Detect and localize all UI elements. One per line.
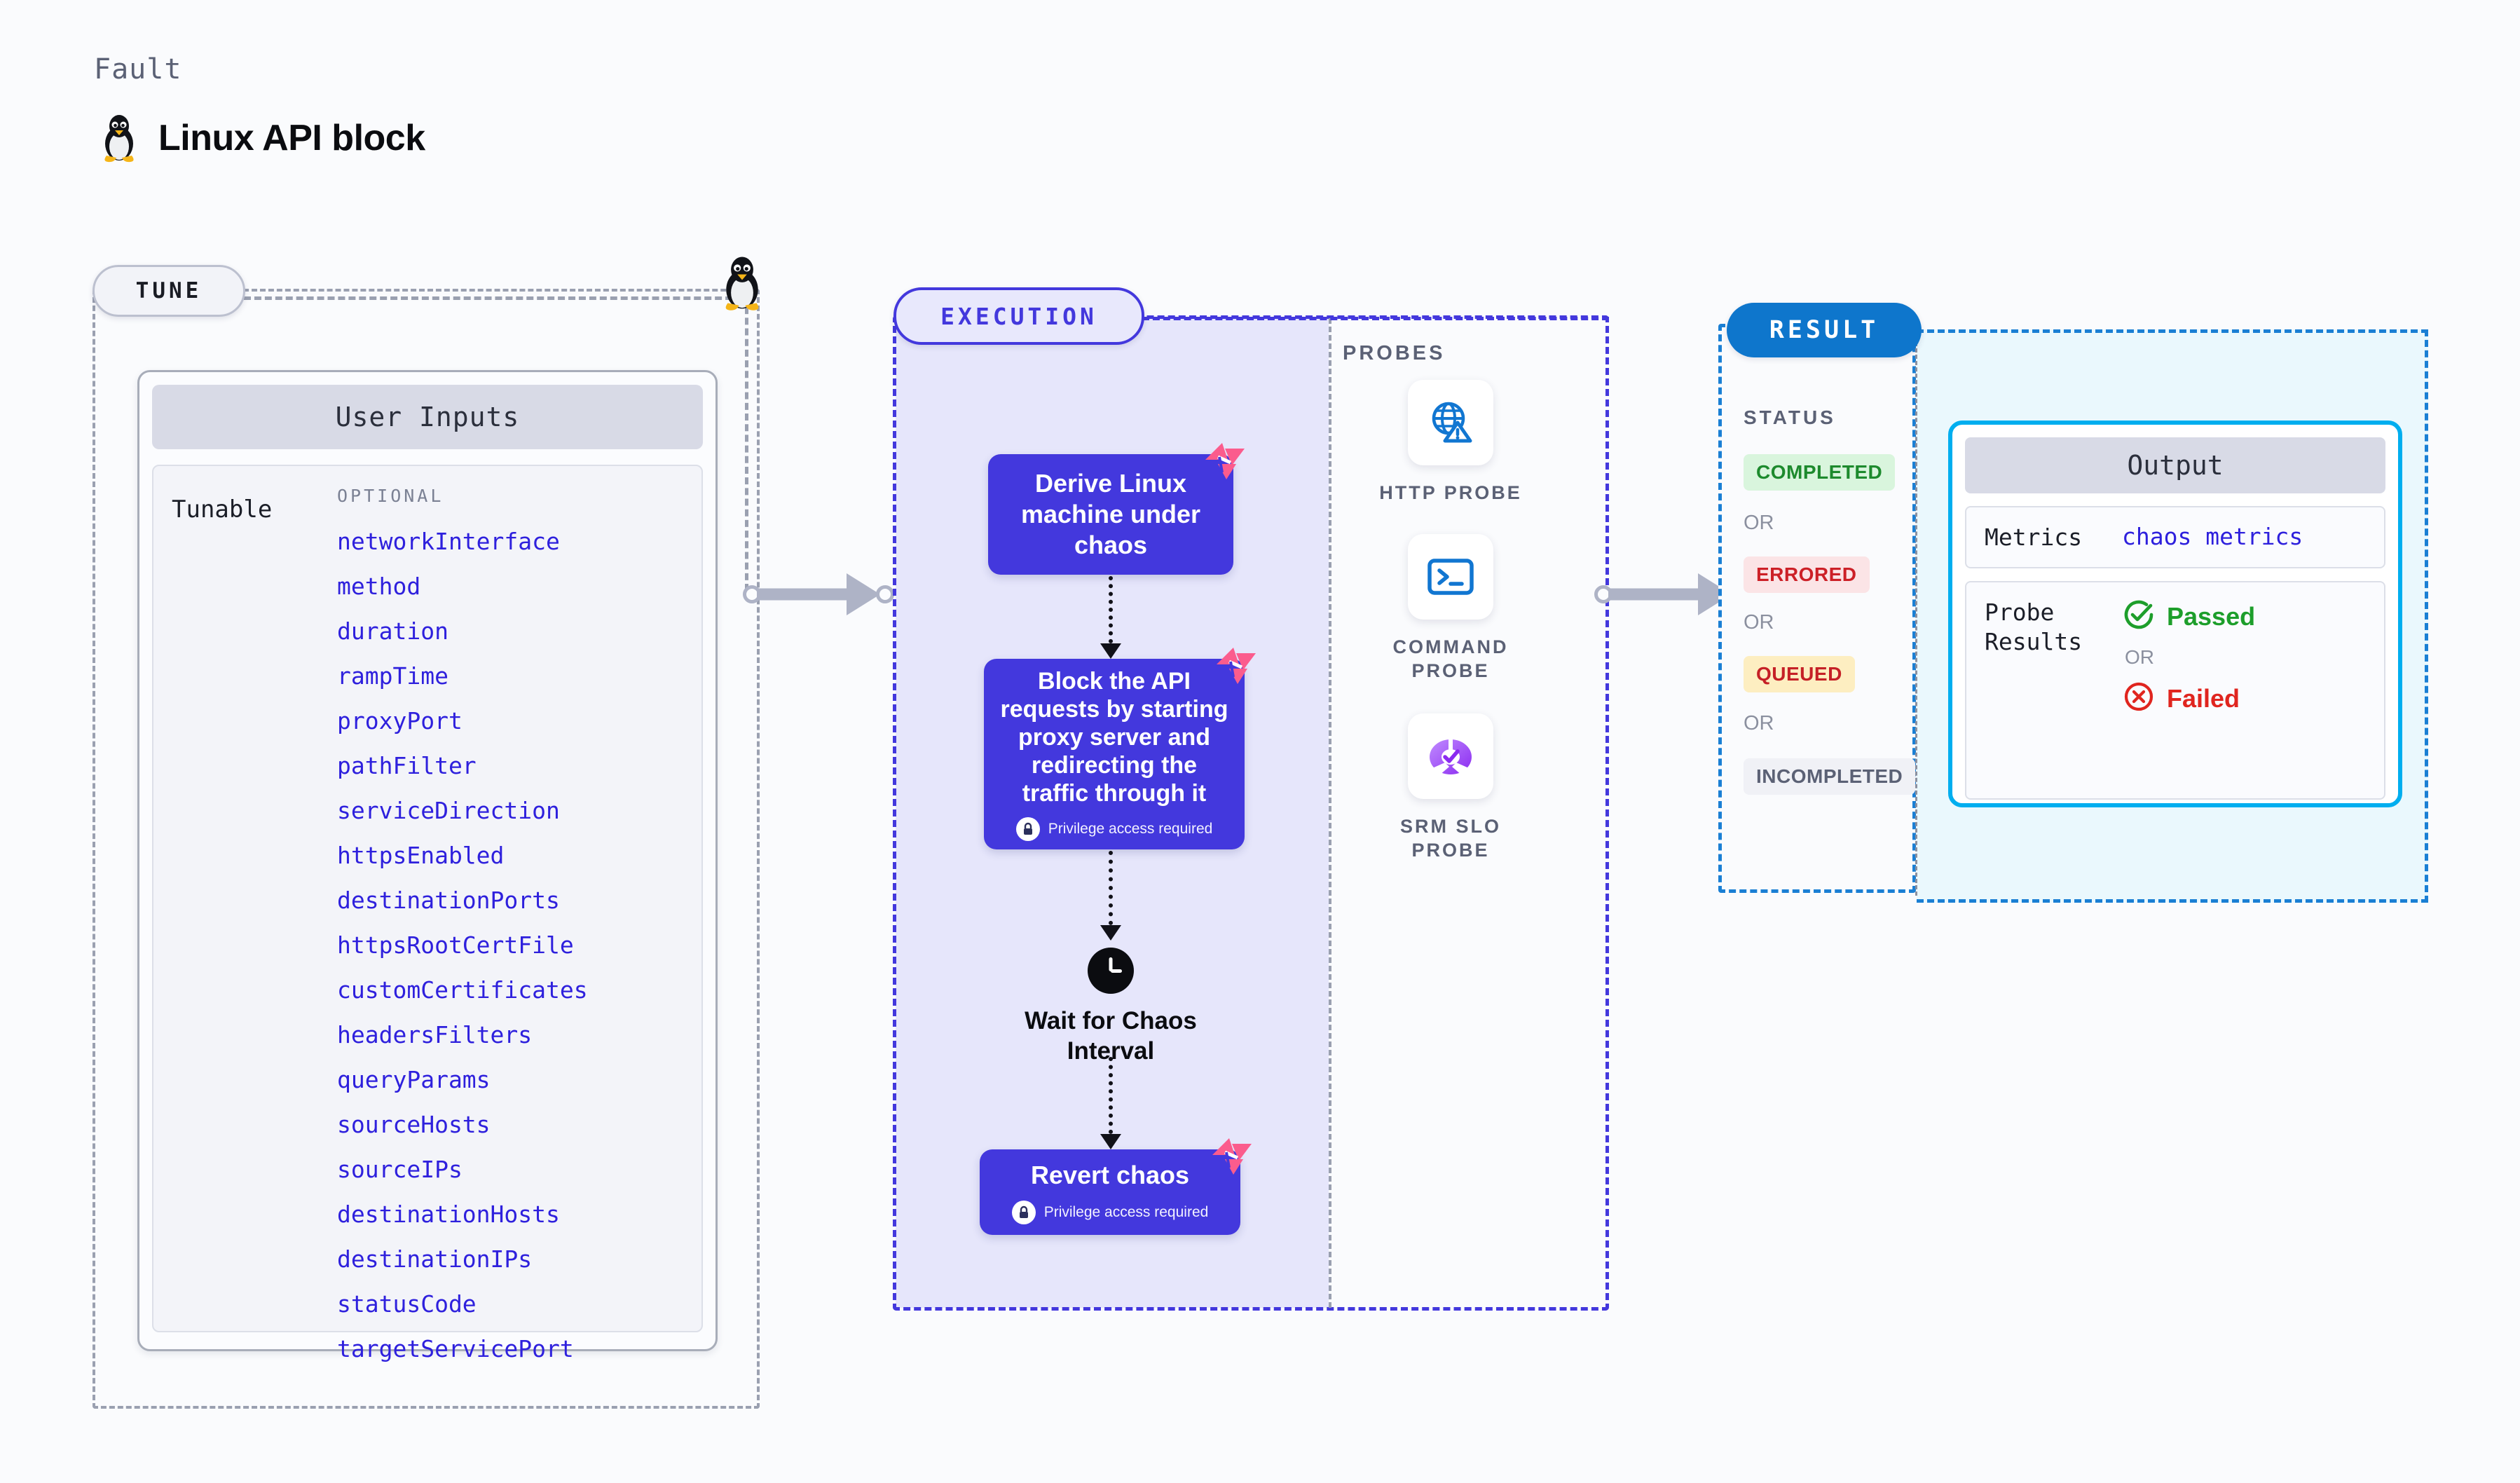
page-title: Linux API block [158,118,425,158]
tunable-input-item[interactable]: sourceHosts [337,1111,491,1138]
tunable-input-item[interactable]: customCertificates [337,976,588,1004]
probe-results-key: Probe Results [1985,599,2083,655]
probe-label: SRM SLO PROBE [1399,816,1501,861]
output-row-probe-results: Probe Results Passed OR [1965,581,2385,800]
execution-section-chip[interactable]: EXECUTION [893,287,1144,345]
terminal-icon [1408,534,1493,620]
tunable-input-item[interactable]: destinationHosts [337,1201,560,1228]
tune-region [93,289,760,1409]
flow-node-label: Block the API requests by starting proxy… [1000,667,1228,807]
tunable-input-item[interactable]: targetServicePort [337,1335,574,1362]
tunable-input-item[interactable]: serviceDirection [337,797,560,824]
linux-penguin-icon [98,112,140,164]
tunable-input-item[interactable]: httpsRootCertFile [337,931,574,959]
tunable-input-item[interactable]: destinationIPs [337,1245,533,1273]
page-title-row: Linux API block [98,112,425,164]
tunable-input-item[interactable]: queryParams [337,1066,491,1093]
linux-penguin-badge-icon [718,254,767,316]
probe-label: COMMAND PROBE [1392,636,1509,682]
litmus-logo-icon [1211,1137,1254,1182]
tunable-input-item[interactable]: httpsEnabled [337,842,505,869]
execution-dashed-connector [1142,317,1609,320]
tunable-label: Tunable [172,496,273,524]
tunable-input-item[interactable]: duration [337,617,448,645]
user-inputs-title: User Inputs [152,385,703,449]
probe-result-failed: Failed [2122,680,2255,717]
result-inner-divider [1915,329,1917,896]
or-separator: OR [1744,712,1774,734]
lock-icon [1011,1200,1036,1224]
tunable-input-item[interactable]: statusCode [337,1290,477,1318]
litmus-logo-icon [1215,646,1259,692]
probe-item-http[interactable]: HTTP PROBE [1367,380,1535,505]
tune-dashed-vertical [745,296,748,591]
tunable-input-item[interactable]: destinationPorts [337,887,560,914]
status-badge-queued: QUEUED [1744,656,1855,692]
globe-warning-icon [1408,380,1493,465]
probe-result-passed: Passed [2122,598,2255,635]
probe-item-command[interactable]: COMMAND PROBE [1367,534,1535,683]
metrics-key: Metrics [1985,524,2083,551]
flow-node-wait-interval: Wait for Chaos Interval [995,948,1226,1066]
status-badge-incompleted: INCOMPLETED [1744,758,1916,795]
output-title: Output [1965,437,2385,493]
tunable-input-item[interactable]: rampTime [337,662,448,690]
flow-arrow-3 [1100,1057,1121,1149]
flow-node-revert-chaos[interactable]: Revert chaos Privilege access required [980,1138,1252,1235]
output-card: Output Metrics chaos metrics Probe Resul… [1948,421,2402,807]
privilege-badge-label: Privilege access required [1043,1204,1209,1220]
tunable-input-item[interactable]: networkInterface [337,528,560,555]
lock-icon [1015,817,1040,842]
status-badge-errored: ERRORED [1744,556,1870,593]
probe-item-srm-slo[interactable]: SRM SLO PROBE [1367,713,1535,862]
flow-node-label: Derive Linux machine under chaos [1020,469,1201,559]
check-circle-icon [2122,598,2156,635]
tunable-input-item[interactable]: headersFilters [337,1021,533,1048]
tunable-input-item[interactable]: method [337,573,421,600]
result-section-chip[interactable]: RESULT [1727,303,1922,357]
output-row-metrics: Metrics chaos metrics [1965,506,2385,569]
metrics-value: chaos metrics [2122,523,2303,550]
tunable-input-item[interactable]: sourceIPs [337,1156,463,1183]
status-badge-completed: COMPLETED [1744,454,1896,491]
optional-tag: OPTIONAL [337,486,444,506]
privilege-badge: Privilege access required [1015,817,1213,842]
or-separator: OR [2125,646,2154,669]
tune-section-chip[interactable]: TUNE [93,265,245,317]
flow-node-label: Wait for Chaos Interval [1025,1007,1197,1065]
probe-label: HTTP PROBE [1379,482,1522,503]
flow-node-label: Revert chaos [1030,1161,1190,1190]
flow-node-derive-machine[interactable]: Derive Linux machine under chaos [988,443,1245,575]
privilege-badge-label: Privilege access required [1048,820,1213,837]
x-circle-icon [2122,680,2156,717]
privilege-badge: Privilege access required [1011,1200,1209,1224]
or-separator: OR [1744,512,1774,534]
page-kicker: Fault [94,53,182,86]
tunable-input-item[interactable]: proxyPort [337,707,463,734]
tunable-input-list: OPTIONAL networkInterface method duration r… [337,481,701,1360]
passed-label: Passed [2167,601,2256,631]
failed-label: Failed [2167,683,2240,713]
flow-arrow-2 [1100,851,1121,941]
or-separator: OR [1744,611,1774,634]
slo-donut-check-icon [1408,713,1493,799]
flow-arrow-1 [1100,576,1121,659]
tunable-input-item[interactable]: pathFilter [337,752,477,779]
clock-icon [1088,948,1134,994]
result-status-region [1718,324,1916,893]
user-inputs-card: User Inputs Tunable OPTIONAL networkInte… [137,370,718,1360]
execution-probes-divider [1329,318,1331,1308]
litmus-logo-icon [1204,442,1247,488]
tune-to-execution-connector [743,573,894,615]
tunable-group: Tunable OPTIONAL networkInterface method d… [152,465,703,1360]
status-heading: STATUS [1744,406,1836,428]
flow-node-block-api[interactable]: Block the API requests by starting proxy… [984,648,1256,849]
tune-dashed-connector [244,296,743,300]
result-dashed-connector [1917,329,2428,333]
probes-title: PROBES [1343,342,1446,364]
